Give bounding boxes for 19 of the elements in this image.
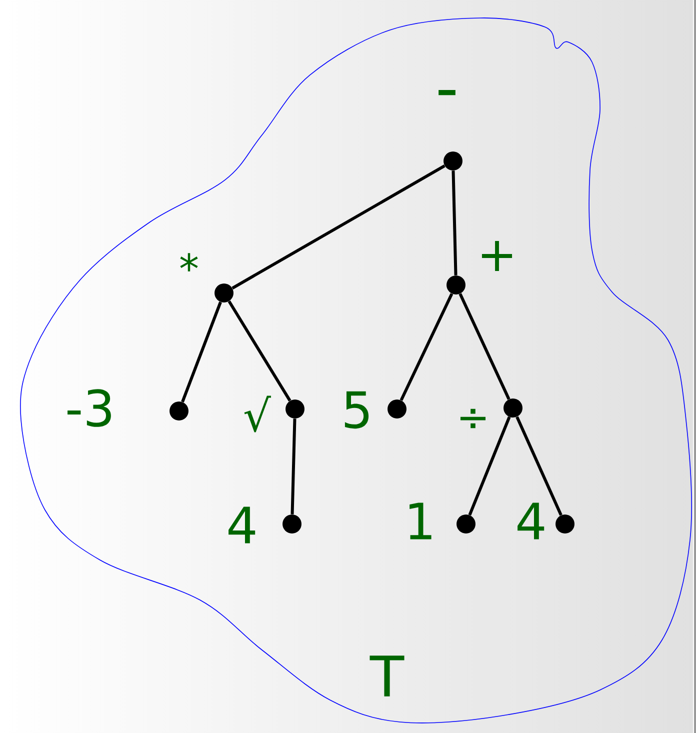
tree-edge (400, 293, 454, 401)
tree-edge (468, 416, 511, 516)
tree-edge (290, 418, 296, 514)
tree-edge (452, 170, 458, 276)
node-label: -3 (68, 389, 111, 427)
node-label: * (180, 253, 198, 272)
node-label: 4 (518, 502, 544, 540)
node-label: - (438, 90, 456, 96)
node-label: + (482, 240, 512, 272)
tree-edge (516, 416, 562, 516)
node-label: ÷ (460, 408, 486, 428)
tree-edge (181, 302, 222, 402)
node-label: 5 (344, 391, 369, 429)
tree-edge (228, 300, 292, 402)
node-label: 4 (228, 506, 256, 544)
tree-edge (232, 164, 446, 290)
tree-edge (458, 293, 510, 400)
node-label: √ (244, 396, 271, 432)
node-label: 1 (410, 502, 432, 540)
